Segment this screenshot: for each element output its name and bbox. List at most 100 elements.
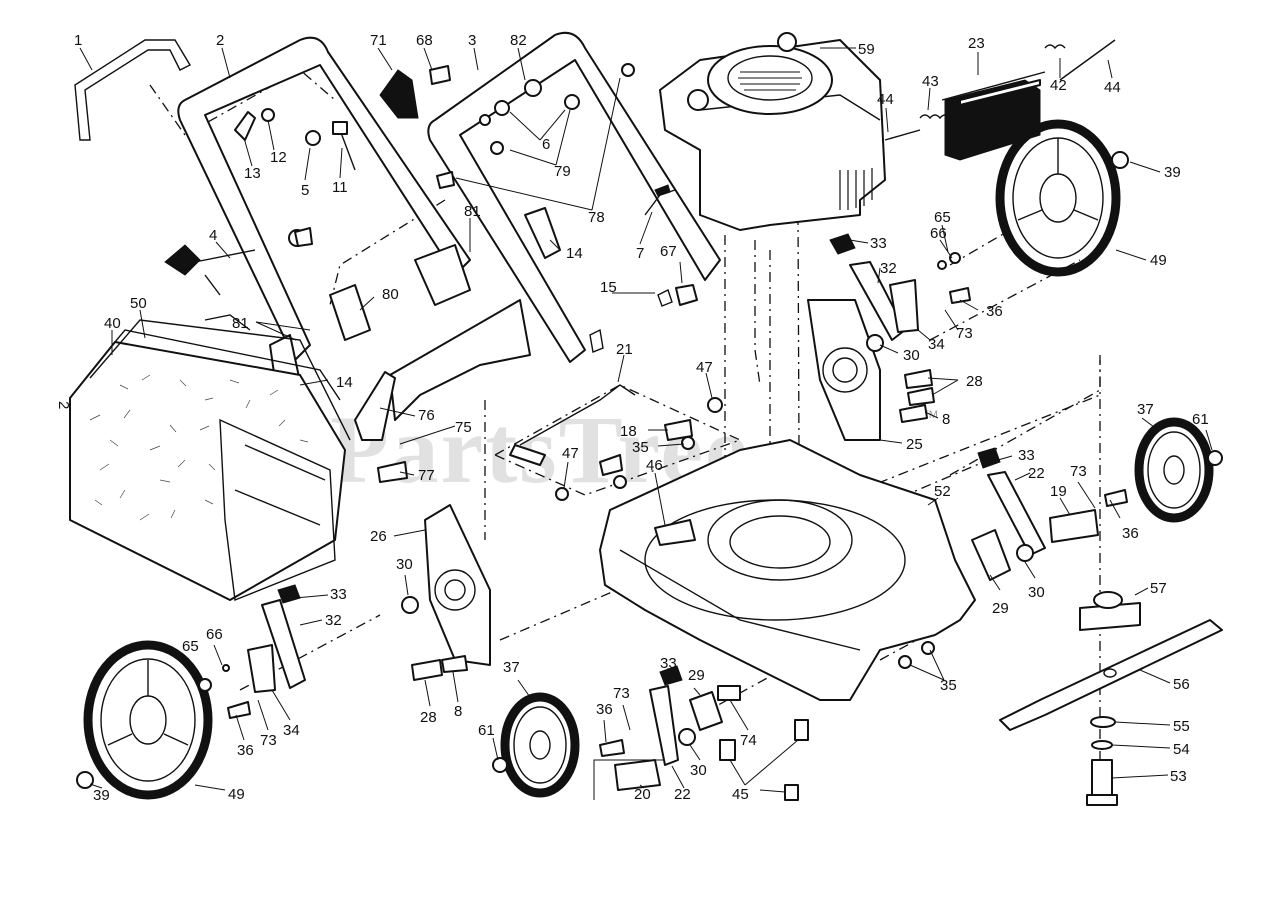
blade-adapter-57 — [1079, 591, 1141, 631]
callout-32: 32 — [880, 260, 897, 277]
callout-4: 4 — [209, 227, 217, 244]
callout-3: 3 — [468, 32, 476, 49]
engine-control-lever-71 — [379, 69, 419, 119]
callout-50: 50 — [130, 295, 147, 312]
callout-33: 33 — [870, 235, 887, 252]
guide-clip-67 — [675, 284, 698, 306]
callout-32: 32 — [325, 612, 342, 629]
front-wheel-left-37 — [500, 692, 580, 798]
callout-55: 55 — [1173, 718, 1190, 735]
callout-73: 73 — [613, 685, 630, 702]
cable-clip-7 — [644, 184, 676, 216]
callout-73: 73 — [1070, 463, 1087, 480]
small-hardware — [76, 65, 1223, 801]
callout-22: 22 — [1028, 465, 1045, 482]
upper-handle-bar-part-1 — [74, 39, 191, 141]
rear-flap-23 — [941, 71, 1046, 161]
callout-76: 76 — [418, 407, 435, 424]
callout-36: 36 — [1122, 525, 1139, 542]
callout-23: 23 — [968, 35, 985, 52]
callout-45: 45 — [732, 786, 749, 803]
callout-71: 71 — [370, 32, 387, 49]
knob-4 — [164, 244, 256, 296]
callout-6: 6 — [542, 136, 550, 153]
front-wheel-right-37 — [1134, 417, 1214, 523]
callout-78: 78 — [588, 209, 605, 226]
springs-and-bolts-rear — [884, 39, 1116, 141]
adjuster-plate-19 — [1049, 509, 1099, 543]
callout-46: 46 — [646, 457, 663, 474]
callout-19: 19 — [1050, 483, 1067, 500]
callout-29: 29 — [688, 667, 705, 684]
ratchet-29 — [689, 529, 1011, 731]
callout-77: 77 — [418, 467, 435, 484]
callout-59: 59 — [858, 41, 875, 58]
callout-57: 57 — [1150, 580, 1167, 597]
callout-20: 20 — [634, 786, 651, 803]
callout-5: 5 — [301, 182, 309, 199]
callout-79: 79 — [554, 163, 571, 180]
callout-43: 43 — [922, 73, 939, 90]
cable-11 — [332, 121, 356, 171]
callout-49: 49 — [1150, 252, 1167, 269]
callout-80: 80 — [382, 286, 399, 303]
rear-wheel-lower-left-49 — [83, 640, 213, 800]
callout-33: 33 — [1018, 447, 1035, 464]
callout-54: 54 — [1173, 741, 1190, 758]
callout-44: 44 — [877, 91, 894, 108]
callout-8: 8 — [942, 411, 950, 428]
callout-53: 53 — [1170, 768, 1187, 785]
engine-cooling-grid — [738, 71, 802, 91]
callout-1: 1 — [74, 32, 82, 49]
callout-37: 37 — [1137, 401, 1154, 418]
callout-11: 11 — [332, 179, 348, 196]
height-arm-22-right — [977, 447, 1046, 556]
callout-22: 22 — [674, 786, 691, 803]
callout-36: 36 — [986, 303, 1003, 320]
callout-52: 52 — [934, 483, 951, 500]
callout-25: 25 — [906, 436, 923, 453]
handle-bracket-80 — [329, 244, 471, 341]
callout-66: 66 — [206, 626, 223, 643]
callout-49: 49 — [228, 786, 245, 803]
callout-65: 65 — [934, 209, 951, 226]
callout-36: 36 — [596, 701, 613, 718]
callout-28: 28 — [966, 373, 983, 390]
callout-8: 8 — [454, 703, 462, 720]
bag-texture — [89, 374, 309, 521]
callout-65: 65 — [182, 638, 199, 655]
callout-21: 21 — [616, 341, 633, 358]
callout-14: 14 — [566, 245, 583, 262]
lower-handle-right — [427, 31, 721, 363]
callout-73: 73 — [260, 732, 277, 749]
callout-61: 61 — [1192, 411, 1209, 428]
callout-61: 61 — [478, 722, 495, 739]
callout-39: 39 — [93, 787, 110, 804]
callout-68: 68 — [416, 32, 433, 49]
rear-rod-21 — [509, 384, 636, 466]
callout-36: 36 — [237, 742, 254, 759]
callout-56: 56 — [1173, 676, 1190, 693]
callout-40: 40 — [104, 315, 121, 332]
spring-15 — [589, 289, 673, 353]
height-arm-22-front — [649, 665, 683, 766]
callout-12: 12 — [270, 149, 287, 166]
callout-30: 30 — [396, 556, 413, 573]
adjuster-plate-34 — [247, 279, 919, 693]
callout-33: 33 — [660, 655, 677, 672]
grass-bag-40 — [69, 319, 351, 601]
callout-7: 7 — [636, 245, 644, 262]
callout-75: 75 — [455, 419, 472, 436]
bag-frame-50 — [204, 314, 251, 331]
callout-47: 47 — [562, 445, 579, 462]
callout-13: 13 — [244, 165, 261, 182]
callout-37: 37 — [503, 659, 520, 676]
callout-14: 14 — [336, 374, 353, 391]
bag-support-75-76 — [354, 299, 531, 441]
callout-29: 29 — [992, 600, 1009, 617]
callout-30: 30 — [903, 347, 920, 364]
callout-33: 33 — [330, 586, 347, 603]
callout-30: 30 — [1028, 584, 1045, 601]
callout-67: 67 — [660, 243, 677, 260]
